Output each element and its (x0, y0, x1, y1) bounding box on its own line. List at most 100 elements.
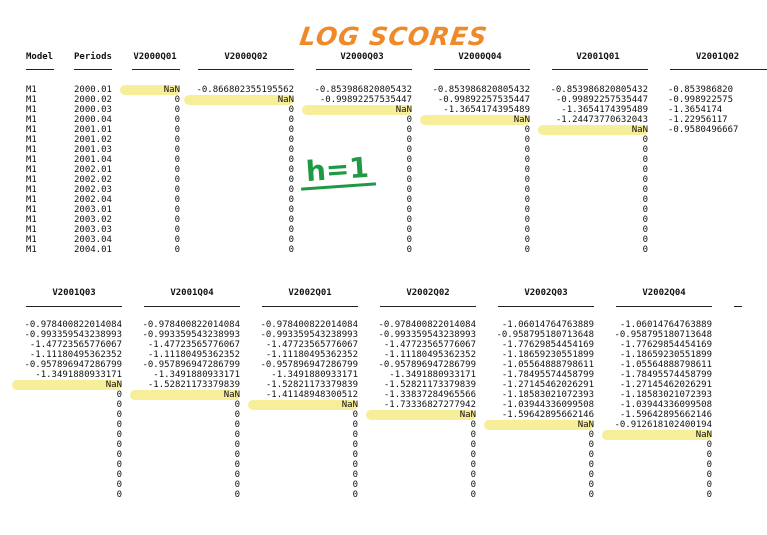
table-cell: -1.11180495362352 (29, 350, 122, 360)
table-cell: 2002.02 (74, 175, 112, 185)
table-column: -0.978400822014084-0.993359543238993-1.4… (12, 320, 122, 500)
table-cell: 2001.04 (74, 155, 112, 165)
table-cell (668, 245, 767, 255)
header-underline (26, 69, 54, 70)
header-underline (498, 306, 594, 307)
column-header: V2001Q01 (576, 52, 620, 62)
table-column: -0.853986820805432-0.99892257535447-1.36… (538, 85, 648, 255)
table-cell: 0 (116, 390, 122, 400)
table-cell: 0 (642, 215, 648, 225)
table-cell: 0 (174, 115, 180, 125)
table-cell: 0 (588, 470, 594, 480)
table-cell: -0.912618102400194 (614, 420, 712, 430)
column-header: V2001Q02 (695, 52, 740, 62)
table-cell: -0.958795180713648 (496, 330, 594, 340)
table-cell: -1.03944336099508 (619, 400, 712, 410)
table-cell: 0 (288, 105, 294, 115)
table-cell: -0.993359543238993 (260, 330, 358, 340)
table-cell: 0 (524, 205, 530, 215)
table-cell: -0.957896947286799 (142, 360, 240, 370)
table-cell: 0 (352, 410, 358, 420)
column-header: V2002Q03 (524, 288, 568, 298)
table-cell: 0 (406, 185, 412, 195)
table-cell: 0 (706, 480, 712, 490)
table-cell: 0 (288, 175, 294, 185)
table-cell: 0 (174, 165, 180, 175)
table-cell: -0.866802355195562 (196, 85, 294, 95)
table-cell: 0 (406, 155, 412, 165)
table-cell: 2003.03 (74, 225, 112, 235)
table-cell: M1 (26, 115, 37, 125)
table-cell: 0 (406, 205, 412, 215)
table-cell: 0 (174, 155, 180, 165)
table-column: -1.06014764763889-0.958795180713648-1.77… (484, 320, 594, 500)
table-cell: -0.978400822014084 (378, 320, 476, 330)
table-cell: 0 (588, 460, 594, 470)
table-cell: -1.33837284965566 (383, 390, 476, 400)
table-cell: -1.3491880933171 (389, 370, 476, 380)
table-cell: 0 (234, 430, 240, 440)
table-cell: 0 (288, 145, 294, 155)
table-cell: 0 (288, 195, 294, 205)
table-cell: 0 (174, 175, 180, 185)
table-cell: 0 (406, 165, 412, 175)
table-cell: -1.59642895662146 (501, 410, 594, 420)
table-cell (668, 205, 767, 215)
table-cell: NaN (302, 105, 412, 115)
table-cell: M1 (26, 185, 37, 195)
header-underline (616, 306, 712, 307)
table-cell: NaN (184, 95, 294, 105)
table-cell: -1.52821173379839 (383, 380, 476, 390)
table-cell: 0 (234, 450, 240, 460)
table-cell (668, 165, 767, 175)
table-cell: 0 (234, 490, 240, 500)
table-cell: M1 (26, 85, 37, 95)
table-cell: -0.957896947286799 (378, 360, 476, 370)
table-column: -0.978400822014084-0.993359543238993 -1.4… (248, 320, 358, 500)
table-cell: M1 (26, 215, 37, 225)
column-header: V2001Q04 (170, 288, 214, 298)
table-cell: -0.978400822014084 (260, 320, 358, 330)
header-underline (144, 306, 240, 307)
table-cell: 0 (234, 440, 240, 450)
table-cell: M1 (26, 175, 37, 185)
table-cell (668, 155, 767, 165)
table-cell: M1 (26, 155, 37, 165)
table-cell: 0 (174, 185, 180, 195)
table-cell: 0 (288, 165, 294, 175)
table-cell: NaN (130, 390, 240, 400)
table-cell: -1.77629854454169 (619, 340, 712, 350)
table-cell: -0.853986820805432 (432, 85, 530, 95)
table-cell: 0 (406, 245, 412, 255)
table-cell (668, 135, 767, 145)
table-cell: M1 (26, 145, 37, 155)
table-cell: 0 (234, 420, 240, 430)
table-cell: 0 (174, 195, 180, 205)
table-cell: 0 (470, 490, 476, 500)
column-header: Model (26, 52, 54, 62)
header-underline (262, 306, 358, 307)
table-cell: 0 (642, 235, 648, 245)
table-cell: 0 (234, 470, 240, 480)
table-cell: -1.78495574458799 (619, 370, 712, 380)
table-cell: 0 (352, 430, 358, 440)
table-cell: -1.41148948300512 (265, 390, 358, 400)
table-cell: -1.47723565776067 (147, 340, 240, 350)
table-cell: 2000.04 (74, 115, 112, 125)
table-cell: -1.05564888798611 (501, 360, 594, 370)
table-cell: 2001.03 (74, 145, 112, 155)
table-cell: NaN (366, 410, 476, 420)
table-cell: 0 (588, 430, 594, 440)
table-cell: -0.957896947286799 (260, 360, 358, 370)
table-cell: -1.18583021072393 (501, 390, 594, 400)
table-cell: 0 (406, 135, 412, 145)
header-underline (132, 69, 180, 70)
table-cell: 0 (174, 215, 180, 225)
table-cell: 0 (288, 115, 294, 125)
table-cell: 0 (524, 245, 530, 255)
table-cell: 0 (174, 235, 180, 245)
table-cell: 2000.02 (74, 95, 112, 105)
table-cell (668, 225, 767, 235)
